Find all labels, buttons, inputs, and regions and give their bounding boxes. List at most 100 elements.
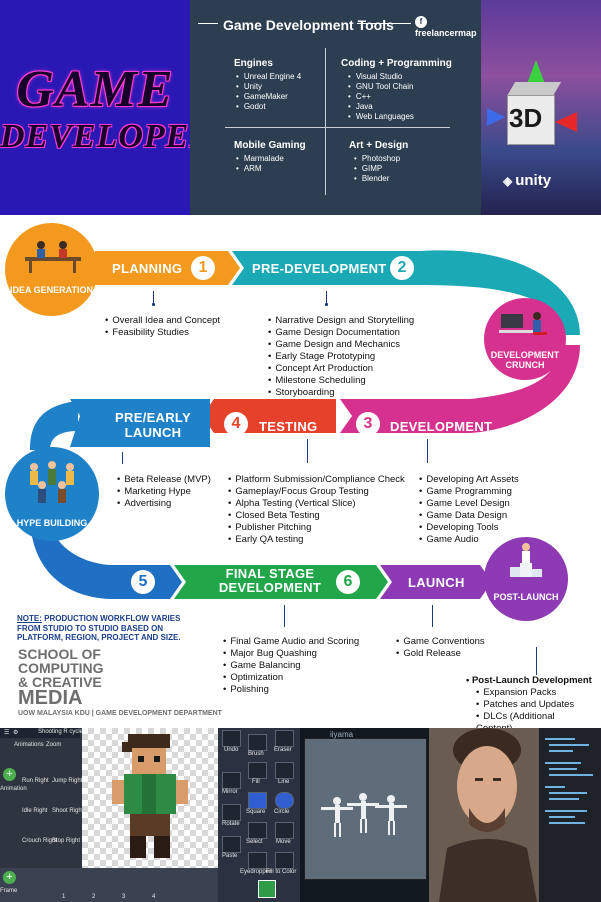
animation-item[interactable]: Idle Right	[22, 808, 48, 814]
tool-label: Fill to Color	[266, 869, 297, 875]
fill-to-color-icon[interactable]	[275, 852, 294, 869]
post-launch-block: • Post-Launch Development Expansion Pack…	[466, 675, 592, 734]
list-item: Unreal Engine 4	[236, 72, 301, 82]
game-development-workflow: PLANNING 1 PRE-DEVELOPMENT 2 3 DEVELOPME…	[0, 215, 601, 734]
square-icon[interactable]	[248, 792, 267, 809]
add-frame-icon[interactable]: +	[3, 871, 16, 884]
arc-right-lower	[470, 345, 580, 433]
stage-number-4: 4	[224, 412, 248, 436]
game-developer-banner: GAME DEVELOPER	[0, 0, 212, 215]
connector	[122, 452, 123, 464]
eyedropper-icon[interactable]	[248, 852, 267, 869]
arc-left-upper	[30, 401, 78, 450]
list-item: Closed Beta Testing	[228, 510, 405, 522]
list-item: Patches and Updates	[476, 699, 592, 711]
monitor-brand: iiyama	[330, 730, 354, 739]
post-launch-heading: • Post-Launch Development	[466, 675, 592, 686]
connector	[427, 439, 428, 463]
select-icon[interactable]	[248, 822, 267, 839]
connector	[153, 291, 154, 303]
frame-number[interactable]: 3	[122, 894, 126, 900]
tool-label: Fill	[252, 779, 260, 785]
move-icon[interactable]	[275, 822, 294, 839]
tool-label: Paste	[222, 853, 238, 859]
brush-icon[interactable]	[248, 734, 267, 751]
final-stage-list: Final Game Audio and Scoring Major Bug Q…	[223, 636, 359, 696]
engines-list: Unreal Engine 4 Unity GameMaker Godot	[236, 72, 301, 112]
crowd-icon	[30, 461, 74, 503]
settings-icon[interactable]: ⚙	[13, 730, 19, 736]
list-item: Marketing Hype	[117, 486, 211, 498]
list-item: Concept Art Production	[268, 363, 414, 375]
animation-item[interactable]: Shoot Right	[52, 808, 84, 814]
line-icon[interactable]	[275, 762, 294, 779]
menu-icon[interactable]: ☰	[4, 730, 10, 736]
podium-icon	[510, 543, 542, 577]
fill-icon[interactable]	[248, 762, 267, 779]
circle-icon[interactable]	[275, 792, 294, 809]
paste-icon[interactable]	[222, 836, 241, 853]
undo-icon[interactable]	[222, 730, 241, 747]
stage-label-pre-early-launch: PRE/EARLY LAUNCH	[115, 410, 191, 440]
list-item: Game Balancing	[223, 660, 359, 672]
list-item: Alpha Testing (Vertical Slice)	[228, 498, 405, 510]
monitor-3d-models: iiyama	[300, 728, 429, 902]
animation-item[interactable]: Crouch Right	[22, 838, 58, 844]
arrow-final-stage	[174, 565, 388, 599]
stage-number-5: 5	[131, 570, 155, 594]
frame-number[interactable]: 2	[92, 894, 96, 900]
animation-title: Shooting R cycle	[38, 729, 84, 735]
list-item: Developing Tools	[419, 522, 519, 534]
stage-label-development: DEVELOPMENT	[390, 419, 493, 434]
mirror-icon[interactable]	[222, 772, 241, 789]
animation-item[interactable]: Run Right	[22, 778, 49, 784]
grid-divider-horizontal	[225, 127, 450, 128]
color-swatch[interactable]	[258, 880, 276, 898]
list-item: GIMP	[354, 164, 400, 174]
tool-label: Mirror	[222, 789, 238, 795]
connector	[536, 647, 537, 675]
development-list: Developing Art Assets Game Programming G…	[419, 474, 519, 546]
stage-label-testing: TESTING	[259, 419, 318, 434]
list-item: Narrative Design and Storytelling	[268, 315, 414, 327]
connector-dot	[152, 303, 155, 306]
code-monitor	[539, 728, 601, 902]
list-item: Game Design Documentation	[268, 327, 414, 339]
stage-label-final-stage: FINAL STAGE DEVELOPMENT	[218, 566, 322, 595]
category-engines: Engines	[234, 58, 273, 69]
frame-number[interactable]: 4	[152, 894, 156, 900]
art-list: Photoshop GIMP Blender	[354, 154, 400, 184]
editor-toolbar: ☰ ⚙ Shooting R cycle	[0, 728, 84, 738]
list-item: Game Level Design	[419, 498, 519, 510]
add-animation-icon[interactable]: +	[3, 768, 16, 781]
logo-word-game: GAME	[16, 61, 174, 118]
animation-item[interactable]: Stop Right	[52, 838, 81, 844]
frames-strip: + Frame 1 2 3 4	[0, 868, 218, 902]
tool-palette: Undo Eraser Brush Line Mirror Fill Rotat…	[218, 728, 300, 902]
grid-divider-vertical	[325, 48, 326, 195]
node-development-crunch: DEVELOPMENT CRUNCH	[484, 298, 566, 380]
list-item: Game Design and Mechanics	[268, 339, 414, 351]
tab-zoom[interactable]: Zoom	[46, 742, 62, 748]
animation-list: Run Right Jump Right Idle Right Shoot Ri…	[22, 750, 84, 865]
pixel-character-icon	[112, 734, 188, 858]
list-item: Java	[348, 102, 414, 112]
tab-animations[interactable]: Animations	[14, 742, 44, 748]
eraser-icon[interactable]	[275, 730, 294, 747]
developer-photo	[429, 728, 601, 902]
list-item: Godot	[236, 102, 301, 112]
drawing-canvas[interactable]	[82, 728, 218, 868]
animation-item[interactable]: Jump Right	[52, 778, 83, 784]
list-item: Platform Submission/Compliance Check	[228, 474, 404, 486]
freelancermap-logo: ffreelancermap	[415, 16, 477, 38]
planning-list: Overall Idea and Concept Feasibility Stu…	[105, 315, 220, 339]
stage-number-2: 2	[390, 256, 414, 280]
school-logo: SCHOOL OF COMPUTING & CREATIVE MEDIA	[18, 646, 104, 709]
tool-label: Eyedropper	[240, 869, 272, 875]
list-item: Developing Art Assets	[419, 474, 518, 486]
rotate-icon[interactable]	[222, 804, 241, 821]
person-icon	[439, 728, 537, 902]
monitor-screen	[304, 738, 427, 880]
tools-panel-title: Game Development Tools	[223, 17, 394, 33]
frame-number[interactable]: 1	[62, 894, 66, 900]
